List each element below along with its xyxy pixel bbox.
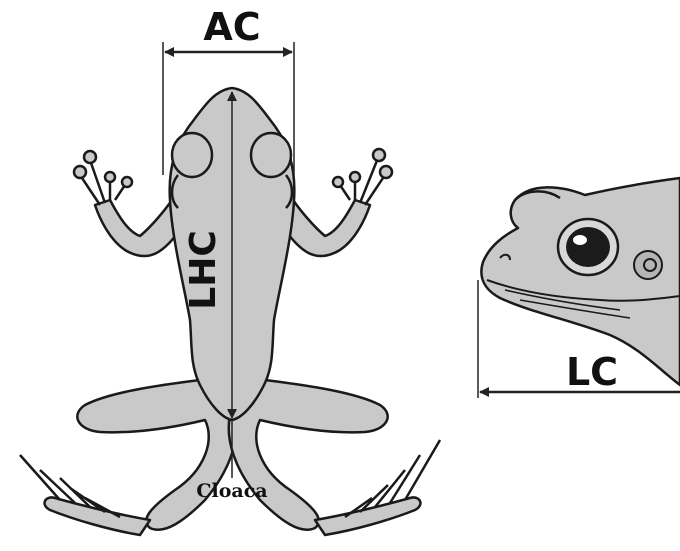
right-eye <box>251 133 291 177</box>
left-eye <box>172 133 212 177</box>
right-finger-disc <box>350 172 360 182</box>
lateral-tympanum <box>634 251 662 279</box>
right-hand-fingers <box>340 158 385 205</box>
lateral-eye <box>558 219 618 275</box>
left-finger-disc <box>122 177 132 187</box>
right-finger-disc <box>373 149 385 161</box>
left-finger-disc <box>84 151 96 163</box>
right-finger-disc <box>333 177 343 187</box>
lc-label: LC <box>566 350 618 394</box>
dorsal-frog-figure <box>20 88 440 535</box>
left-arm <box>95 200 180 256</box>
ac-label: AC <box>203 5 260 49</box>
left-finger-disc <box>105 172 115 182</box>
lhc-label: LHC <box>183 230 224 310</box>
left-hind-foot <box>45 497 150 535</box>
left-finger-disc <box>74 166 86 178</box>
right-finger-disc <box>380 166 392 178</box>
left-hand-fingers <box>80 160 125 205</box>
right-arm <box>285 200 370 256</box>
cloaca-label: Cloaca <box>196 480 267 502</box>
